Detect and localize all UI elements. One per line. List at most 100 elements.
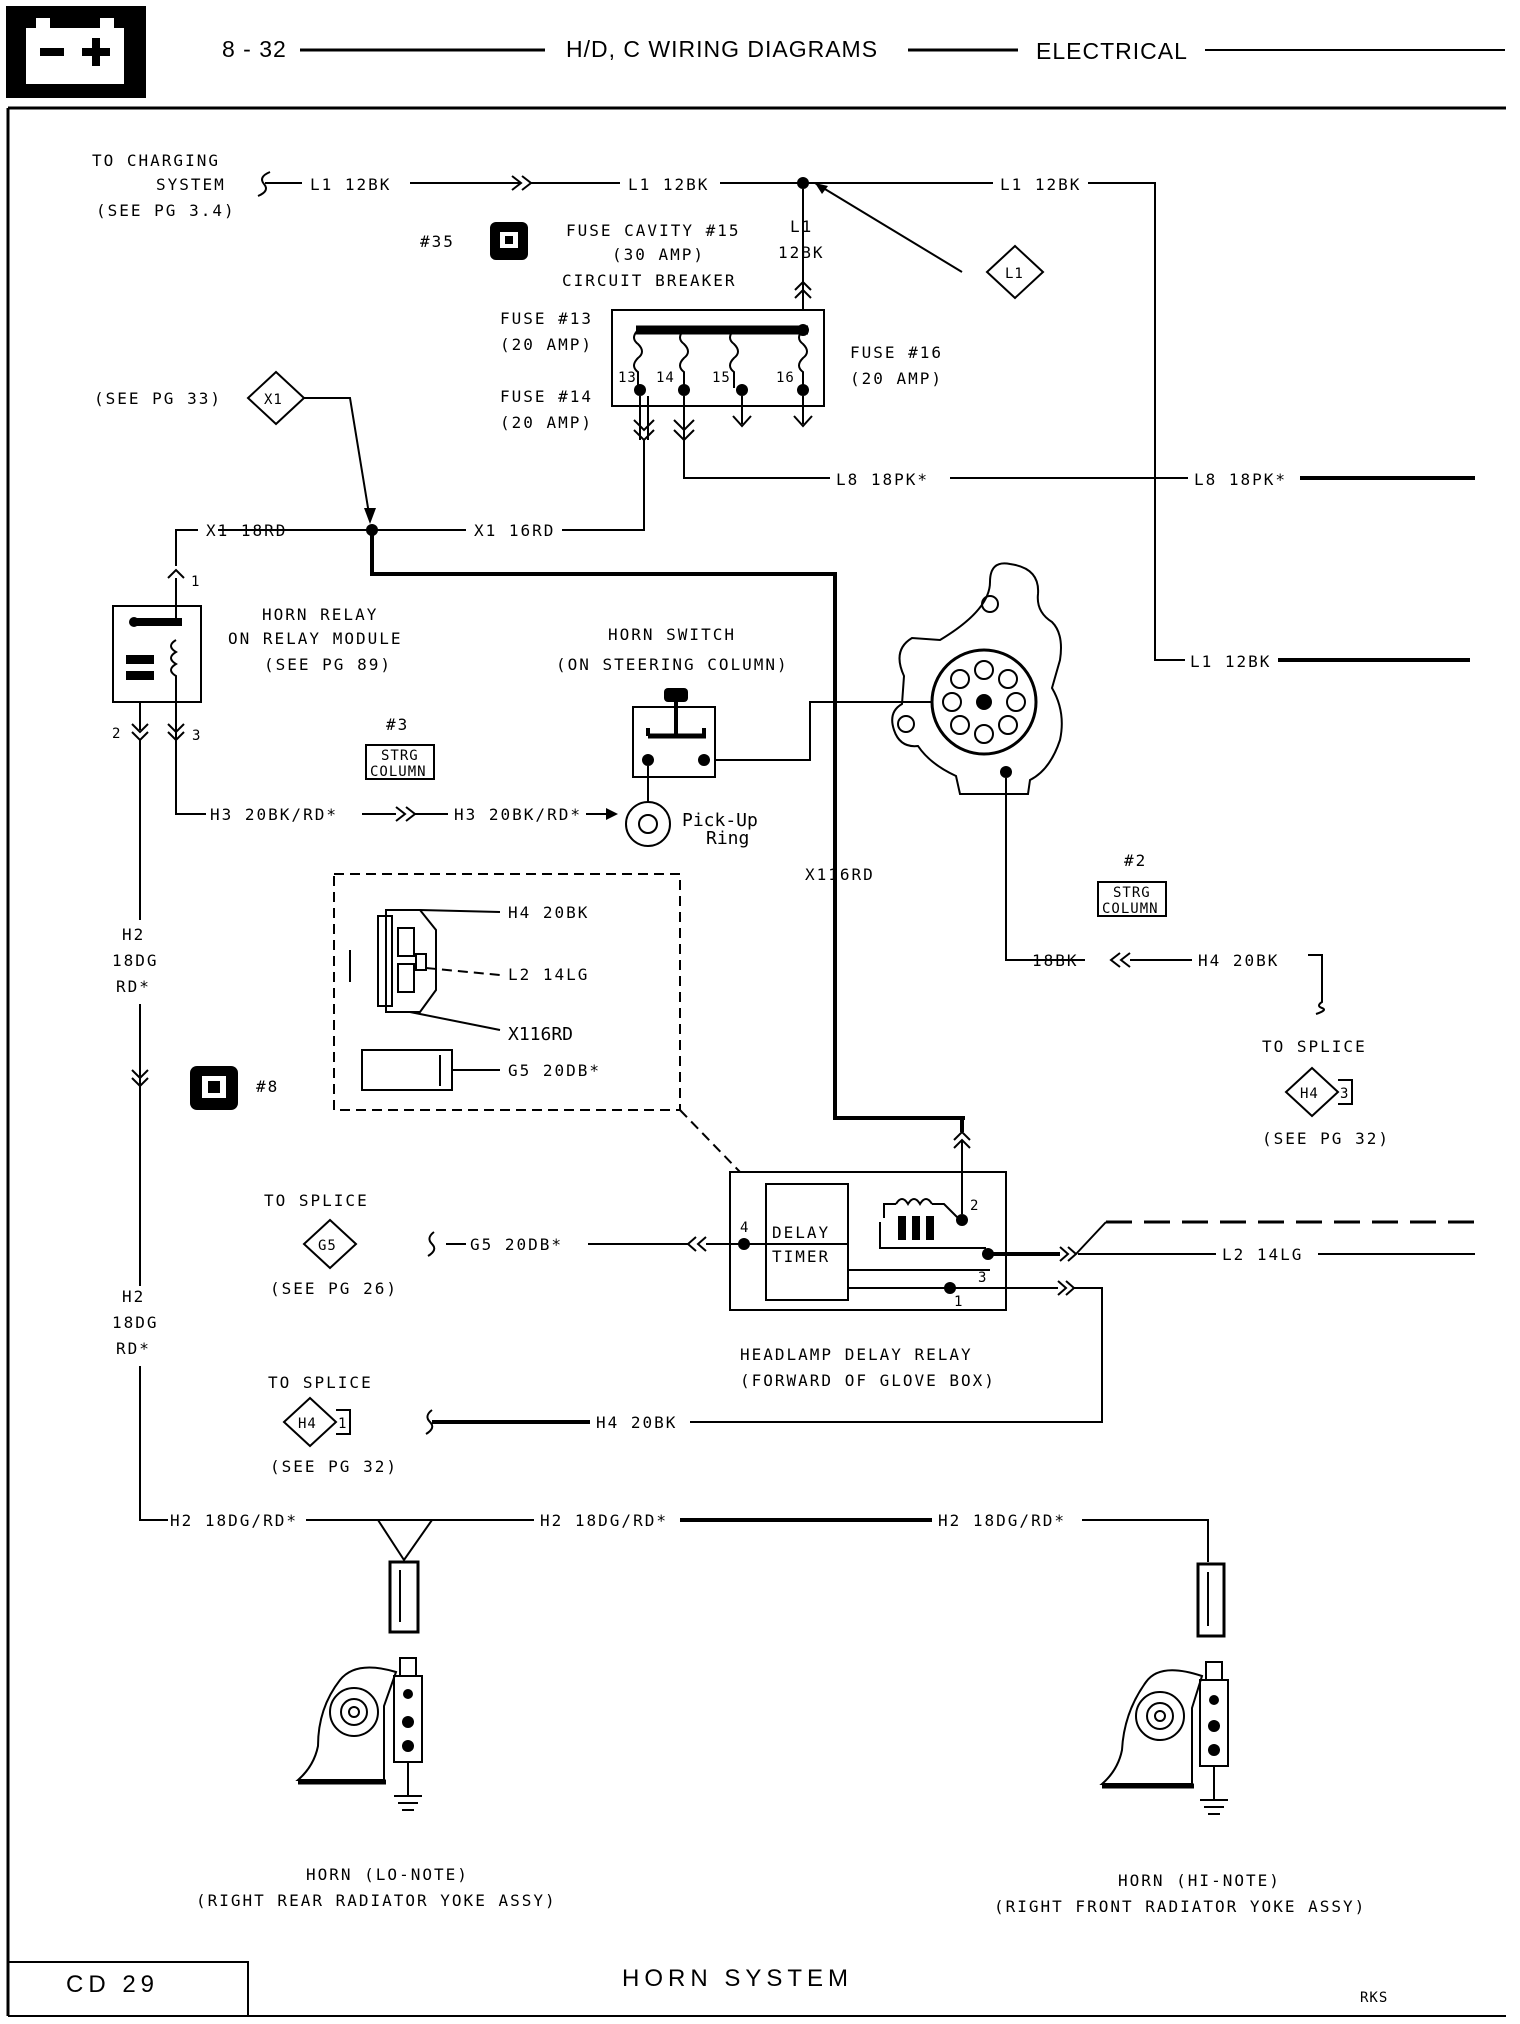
delay-relay-pin-3: 3 [978,1270,987,1286]
wire-h3-b: H3 20BK/RD* [454,805,582,824]
fuse-13-amp: (20 AMP) [500,335,593,354]
connector-8-icon [190,1066,238,1110]
wire-x116-a: X116RD [805,865,875,884]
wire-x1-b: X1 16RD [474,521,555,540]
fuse-pos-14: 14 [656,370,675,386]
wire-h2-v4: H2 [122,1287,145,1306]
fuse-14-label: FUSE #14 [500,387,593,406]
delay-relay-pin-2: 2 [970,1198,979,1214]
strg-3-l1: STRG [381,748,419,764]
wire-l8-b: L8 18PK* [1194,470,1287,489]
connector-35-icon [490,222,528,260]
wire-l2-a: L2 14LG [1222,1245,1303,1264]
page-number: 8 - 32 [222,36,287,62]
horn-relay-see: (SEE PG 89) [264,655,392,674]
wire-h2-v5: 18DG [112,1313,159,1332]
strg-column-3: #3 STRG COLUMN [365,715,435,780]
horn-relay-pin-1: 1 [191,574,200,590]
wire-h3-a: H3 20BK/RD* [210,805,338,824]
wire-l1-b: L1 12BK [628,175,709,194]
splice-l1-label: L1 [1005,266,1024,282]
headlamp-delay-relay: DELAY TIMER 4 2 3 1 HEADLAMP DELAY RELAY… [729,1130,1007,1390]
connector-detail: H4 20BK L2 14LG X116RD G5 20DB* [333,873,681,1111]
fuse-pos-15: 15 [712,370,731,386]
battery-icon [6,6,146,98]
connector-35-label: #35 [420,232,455,251]
delay-relay-label: HEADLAMP DELAY RELAY [740,1345,973,1364]
splice-h4-right-pin: 3 [1340,1086,1349,1102]
wire-h2-c: H2 18DG/RD* [938,1511,1066,1530]
fuse-16-amp: (20 AMP) [850,369,943,388]
strg-2-l2: COLUMN [1102,901,1159,917]
delay-relay-pin-1: 1 [954,1294,963,1310]
horn-switch-label: HORN SWITCH [608,625,736,644]
fuse-pos-13: 13 [618,370,637,386]
horn-relay: 1 2 3 HORN RELAY ON RELAY MODULE (SEE PG… [112,574,401,744]
strg-3-no: #3 [386,715,409,734]
wire-h2-a: H2 18DG/RD* [170,1511,298,1530]
wire-h2-v2: 18DG [112,951,159,970]
splice-g5: TO SPLICE G5 (SEE PG 26) [264,1191,398,1298]
horn-hi-note: HORN (HI-NOTE) (RIGHT FRONT RADIATOR YOK… [994,1562,1366,1916]
splice-h4-right-to: TO SPLICE [1262,1037,1367,1056]
wire-l1-a: L1 12BK [310,175,391,194]
wire-h2-v3: RD* [116,977,151,996]
horn-hi-label: HORN (HI-NOTE) [1118,1871,1281,1890]
wire-l8-a: L8 18PK* [836,470,929,489]
fuse-pos-16: 16 [776,370,795,386]
pickup-label: Pick-Up [682,810,758,831]
wire-h2-v1: H2 [122,925,145,944]
horn-hi-location: (RIGHT FRONT RADIATOR YOKE ASSY) [994,1897,1366,1916]
delay-timer-2: TIMER [772,1247,830,1266]
splice-g5-id: G5 [318,1238,337,1254]
fuse-16-label: FUSE #16 [850,343,943,362]
splice-h4-left: TO SPLICE H4 1 (SEE PG 32) [268,1373,396,1476]
splice-x1-diamond: X1 [246,370,306,426]
fuse-cavity-15-amp: (30 AMP) [612,245,705,264]
horn-lo-label: HORN (LO-NOTE) [306,1865,469,1884]
footer-title: HORN SYSTEM [622,1965,853,1992]
horn-relay-pin-2: 2 [112,726,121,742]
charging-label-2: SYSTEM [156,175,226,194]
splice-g5-see: (SEE PG 26) [270,1279,398,1298]
fuse-13-label: FUSE #13 [500,309,593,328]
header: 8 - 32 H/D, C WIRING DIAGRAMS ELECTRICAL [6,6,1505,98]
footer: CD 29 HORN SYSTEM RKS [66,1965,1388,2006]
horn-switch-location: (ON STEERING COLUMN) [556,655,789,674]
footer-code: CD 29 [66,1971,159,1998]
wire-l1-v2: 12BK [778,243,825,262]
strg-2-no: #2 [1124,851,1147,870]
wire-18bk: 18BK [1032,951,1079,970]
horn-relay-label: HORN RELAY [262,605,378,624]
splice-h4-left-to: TO SPLICE [268,1373,373,1392]
horn-switch: HORN SWITCH (ON STEERING COLUMN) [556,625,940,802]
splice-x1-label: X1 [264,392,283,408]
splice-h4-right: TO SPLICE H4 3 (SEE PG 32) [1262,1037,1388,1148]
splice-h4-right-id: H4 [1300,1086,1319,1102]
conn-wire-l2: L2 14LG [508,965,589,984]
splice-l1-diamond: L1 [985,244,1045,300]
splice-h4-left-pin: 1 [338,1416,347,1432]
wire-l1-right: L1 12BK [1190,652,1271,671]
header-section: ELECTRICAL [1036,38,1188,64]
delay-relay-location: (FORWARD OF GLOVE BOX) [740,1371,996,1390]
horn-lo-location: (RIGHT REAR RADIATOR YOKE ASSY) [196,1891,557,1910]
wire-x1-a: X1 18RD [206,521,287,540]
fuse-cavity-15: FUSE CAVITY #15 [566,221,741,240]
see-pg-33: (SEE PG 33) [94,389,222,408]
wire-g5-a: G5 20DB* [470,1235,563,1254]
steering-column-connector [891,562,1063,795]
header-title: H/D, C WIRING DIAGRAMS [566,36,878,62]
strg-2-l1: STRG [1113,885,1151,901]
wire-l1-v1: L1 [790,217,813,236]
delay-relay-pin-4: 4 [740,1220,749,1236]
charging-label-1: TO CHARGING [92,151,220,170]
wire-h4-a: H4 20BK [1198,951,1279,970]
footer-initials: RKS [1360,1990,1388,2006]
conn-wire-g5: G5 20DB* [508,1061,601,1080]
circuit-breaker-label: CIRCUIT BREAKER [562,271,737,290]
splice-g5-to: TO SPLICE [264,1191,369,1210]
charging-label-3: (SEE PG 3.4) [96,201,236,220]
fuse-block: #35 FUSE CAVITY #15 (30 AMP) CIRCUIT BRE… [420,221,943,442]
